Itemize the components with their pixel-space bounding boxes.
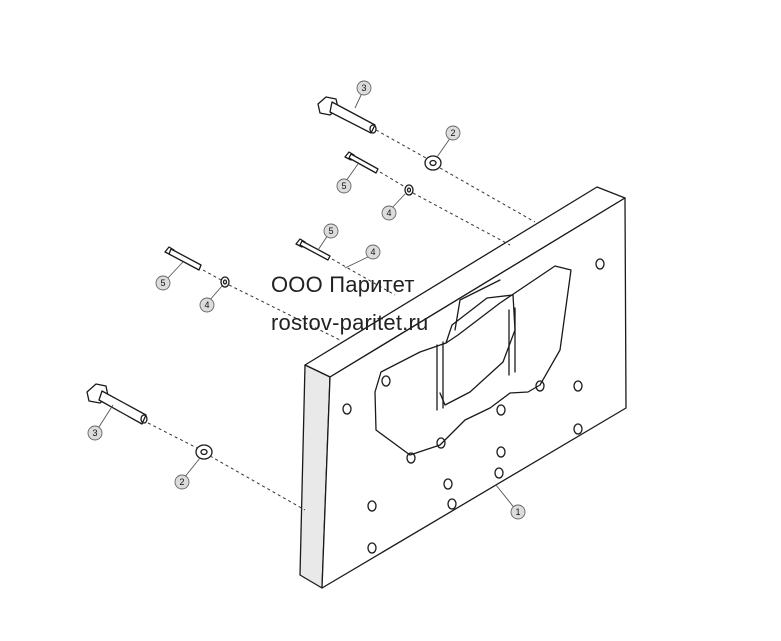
watermark-company-name: ООО Паритет xyxy=(271,272,415,297)
callout-leaders xyxy=(96,92,517,511)
svg-text:4: 4 xyxy=(370,247,375,257)
bolt-top xyxy=(317,96,377,134)
nut-b xyxy=(220,276,230,288)
svg-text:4: 4 xyxy=(204,300,209,310)
screw-b xyxy=(295,238,331,261)
washer-top xyxy=(424,155,442,171)
callout-4-c: 4 xyxy=(199,297,215,313)
svg-text:4: 4 xyxy=(386,208,391,218)
svg-text:2: 2 xyxy=(179,477,184,487)
callout-3-bottom: 3 xyxy=(87,425,103,441)
bolt-bottom xyxy=(86,383,148,425)
assembly-lines xyxy=(147,129,536,511)
mounting-plate xyxy=(299,186,627,589)
svg-text:3: 3 xyxy=(92,428,97,438)
plate-holes xyxy=(342,258,605,554)
watermark-website: rostov-paritet.ru xyxy=(271,310,429,335)
callout-2-bottom: 2 xyxy=(174,474,190,490)
svg-text:5: 5 xyxy=(160,278,165,288)
callout-4-b: 4 xyxy=(365,244,381,260)
callout-4-a: 4 xyxy=(381,205,397,221)
callout-1: 1 xyxy=(510,504,526,520)
screw-a xyxy=(344,151,379,174)
svg-text:3: 3 xyxy=(361,83,366,93)
svg-text:5: 5 xyxy=(328,226,333,236)
svg-text:5: 5 xyxy=(341,181,346,191)
callout-5-c: 5 xyxy=(155,275,171,291)
svg-text:1: 1 xyxy=(515,507,520,517)
callout-2-top: 2 xyxy=(445,125,461,141)
callout-3-top: 3 xyxy=(356,80,372,96)
washer-bottom xyxy=(195,444,213,460)
callout-5-a: 5 xyxy=(336,178,352,194)
callout-5-b: 5 xyxy=(323,223,339,239)
screw-c xyxy=(164,246,202,271)
nut-a xyxy=(404,184,414,196)
svg-text:2: 2 xyxy=(450,128,455,138)
